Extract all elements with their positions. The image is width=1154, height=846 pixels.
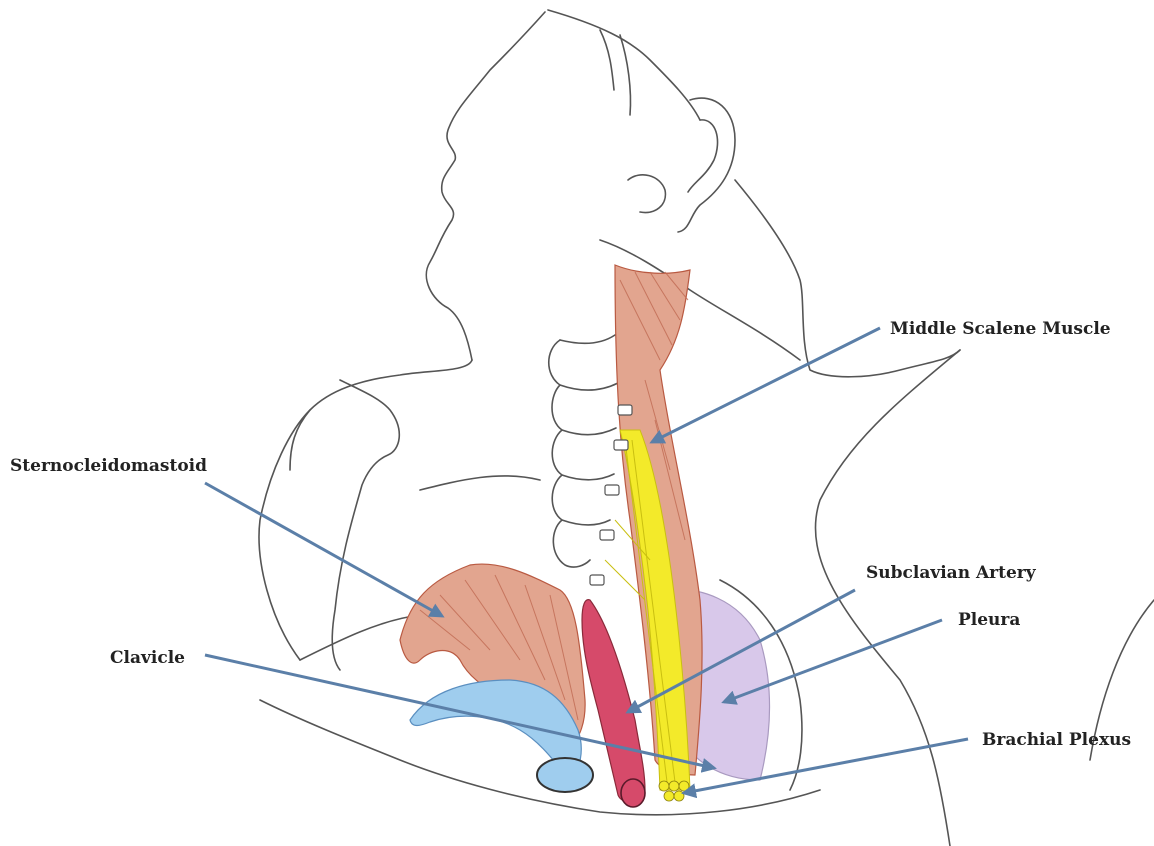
label-subclavian-artery: Subclavian Artery	[866, 563, 1037, 583]
label-clavicle: Clavicle	[110, 648, 185, 668]
label-middle-scalene: Middle Scalene Muscle	[890, 319, 1111, 339]
label-sternocleidomastoid: Sternocleidomastoid	[10, 456, 207, 476]
clavicle-cross-section	[537, 758, 593, 792]
artery-cross-section	[621, 779, 645, 807]
label-pleura: Pleura	[958, 610, 1020, 630]
arrow-clavicle	[205, 655, 714, 768]
callout-arrows	[205, 328, 968, 793]
nerve-bundle-cross-section	[659, 781, 689, 801]
arrow-middle-scalene	[652, 328, 880, 442]
label-brachial-plexus: Brachial Plexus	[982, 730, 1131, 750]
arrow-sternocleidomastoid	[205, 483, 442, 616]
